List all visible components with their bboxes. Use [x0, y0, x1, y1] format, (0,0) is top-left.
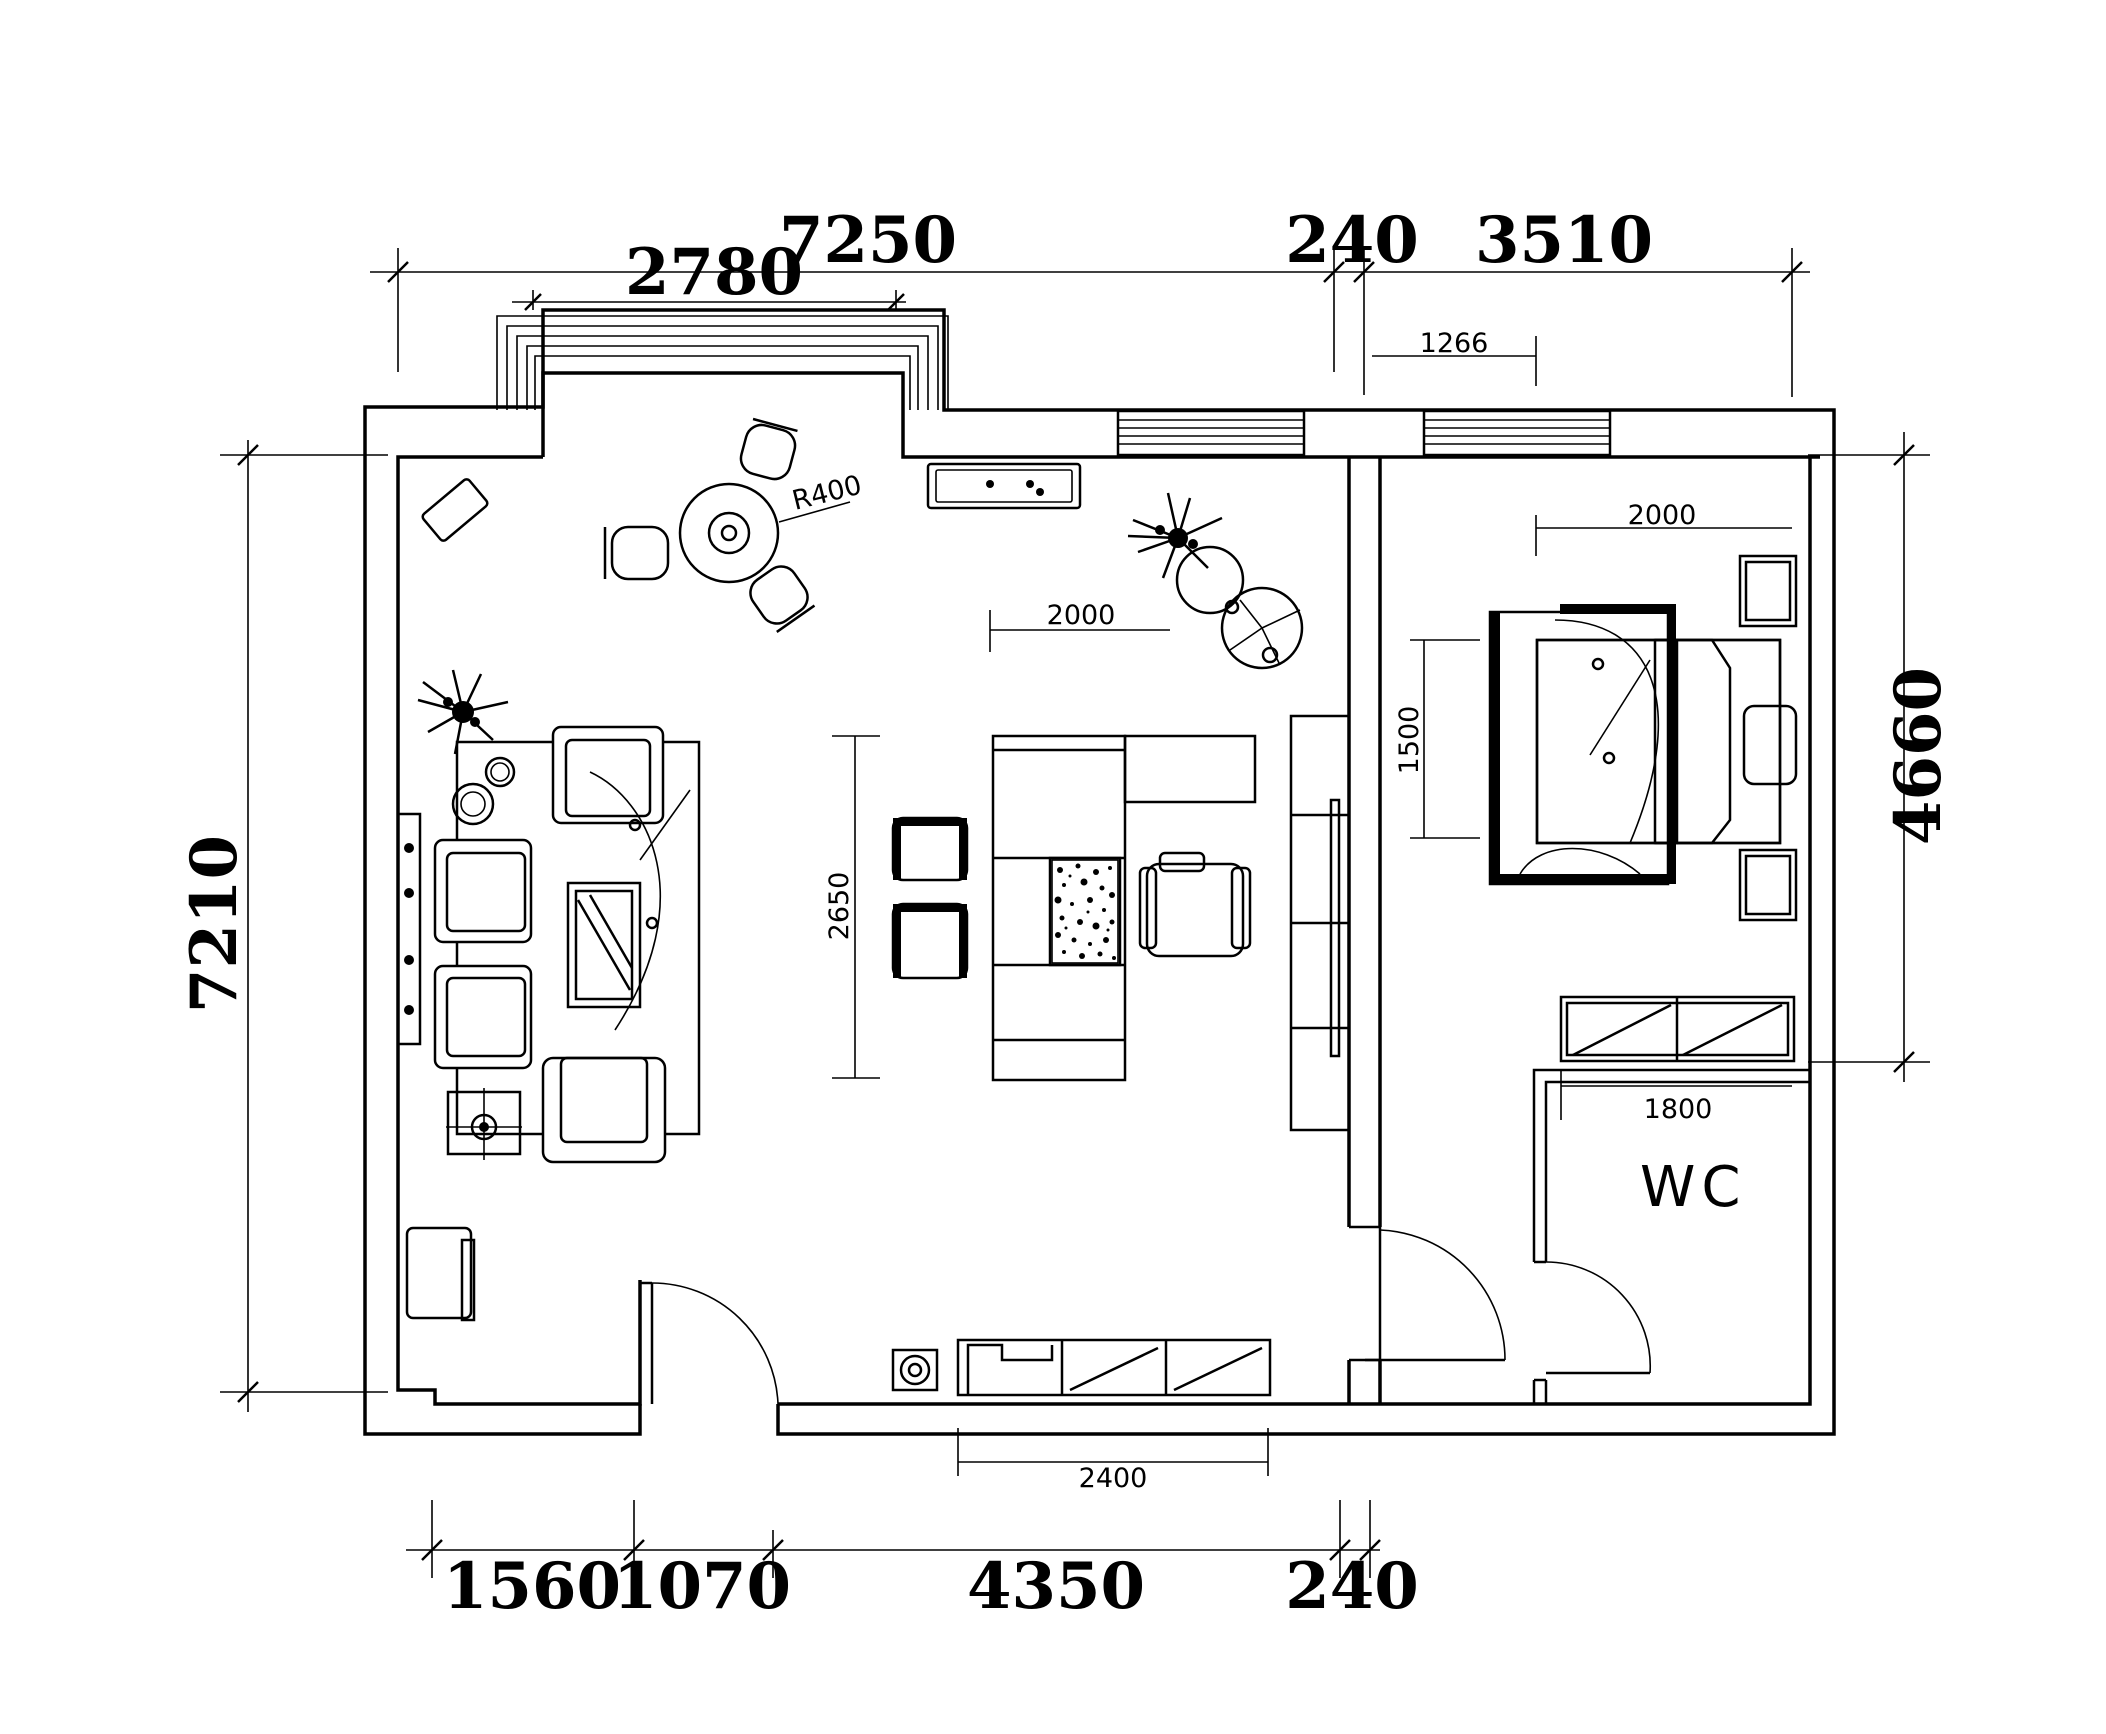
wc-label: WC — [1640, 1155, 1746, 1220]
bar-stool — [891, 816, 969, 882]
dim-top-total: 7250 — [779, 203, 957, 278]
dim-bed-width-label: 2000 — [1628, 500, 1697, 531]
dim-bottom — [406, 1500, 1381, 1578]
wall-unit — [1289, 714, 1351, 1132]
door-swing-arc — [589, 771, 662, 1031]
dim-cabinet-label: 2400 — [1079, 1463, 1148, 1494]
dim-right — [1808, 432, 1930, 1082]
dining-chair — [749, 565, 816, 633]
round-dining-table — [678, 482, 780, 584]
dim-top-right: 3510 — [1475, 203, 1653, 278]
dim-top — [370, 248, 1810, 397]
bay-window — [496, 315, 949, 410]
dim-bottom-door: 1070 — [613, 1549, 791, 1624]
dim-living-width — [989, 610, 1170, 652]
armchair — [551, 725, 665, 825]
wall-shelf — [396, 812, 422, 1046]
low-cabinet — [956, 1338, 1272, 1397]
top-window-right — [1422, 409, 1612, 457]
dim-bed-width — [1535, 515, 1792, 556]
dim-bed-length — [1410, 639, 1480, 839]
dim-left-total: 7210 — [177, 835, 252, 1013]
dim-top-wall: 240 — [1285, 203, 1419, 278]
side-table — [421, 478, 489, 542]
dim-closet — [1560, 1070, 1792, 1120]
floor-lamp — [446, 1088, 522, 1160]
nightstand — [1738, 848, 1798, 922]
kitchen-island — [991, 734, 1257, 1082]
wc-walls — [1532, 1068, 1810, 1404]
dim-top-window: 1266 — [1420, 328, 1489, 359]
kitchen-sink — [926, 462, 1082, 510]
armchair — [541, 1056, 667, 1164]
bed-rug — [1488, 604, 1676, 886]
dim-living-width-label: 2000 — [1047, 600, 1116, 631]
dim-island — [832, 735, 880, 1079]
plant — [1127, 492, 1304, 670]
sofa-seat — [433, 838, 533, 944]
entrance-door — [638, 1281, 779, 1405]
dim-bed-length-label: 1500 — [1394, 706, 1425, 775]
armchair — [1138, 851, 1252, 958]
wardrobe — [1559, 995, 1796, 1063]
nightstand — [1738, 554, 1798, 628]
sofa-seat — [433, 964, 533, 1070]
top-window-left — [1116, 409, 1306, 457]
bedroom-door — [1365, 1227, 1506, 1362]
ottoman — [405, 1226, 476, 1322]
partition-wall — [1347, 457, 1382, 1404]
dim-closet-label: 1800 — [1644, 1094, 1713, 1125]
dim-cabinet — [957, 1428, 1269, 1476]
dim-island-label: 2650 — [824, 872, 855, 941]
plant — [417, 669, 516, 826]
dining-chair — [739, 417, 798, 481]
speaker — [891, 1348, 939, 1392]
dim-bottom-b: 4350 — [967, 1549, 1145, 1624]
bed — [1535, 619, 1798, 845]
dim-bottom-wall: 240 — [1285, 1549, 1419, 1624]
dim-bottom-a: 1560 — [443, 1549, 621, 1624]
dim-left — [220, 440, 388, 1412]
dining-chair — [603, 525, 670, 581]
coffee-table — [566, 881, 642, 1009]
wc-door — [1545, 1261, 1652, 1375]
outer-walls — [363, 308, 1836, 1436]
granite-countertop — [1051, 859, 1119, 964]
bed-swing-arc — [1519, 847, 1641, 875]
dim-top-bay: 2780 — [625, 235, 803, 310]
dim-right-total: 4660 — [1881, 667, 1956, 845]
bar-stool — [891, 902, 969, 980]
dim-radius: R400 — [789, 470, 865, 517]
